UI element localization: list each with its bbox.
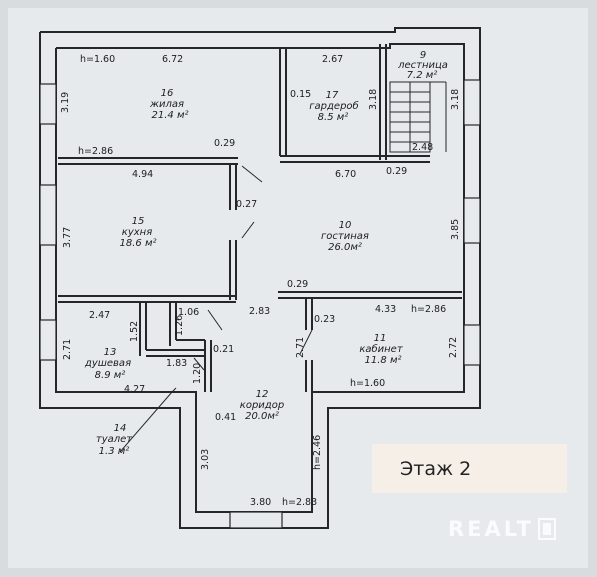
- dim-label: 6.72: [162, 54, 183, 65]
- room-17-area: 8.5 м²: [318, 112, 349, 123]
- interior-walls: [58, 44, 462, 402]
- dim-label: 3.85: [450, 219, 461, 240]
- dim-label: 4.33: [375, 304, 396, 315]
- dim-label: 3.18: [450, 89, 461, 110]
- room-16-name: жилая: [149, 99, 184, 110]
- dim-label: 1.52: [129, 321, 140, 342]
- dim-label: 1.06: [178, 307, 199, 318]
- room-9-area: 7.2 м²: [407, 70, 438, 81]
- dim-label: 0.29: [386, 166, 407, 177]
- room-10-area: 26.0м²: [328, 242, 362, 253]
- dim-label: 0.41: [215, 412, 236, 423]
- windows: [39, 79, 481, 529]
- room-16-number: 16: [161, 88, 174, 99]
- watermark-logo-icon: [538, 518, 556, 540]
- room-15-area: 18.6 м²: [120, 238, 157, 249]
- watermark-text: REALT: [448, 517, 534, 541]
- room-10-name: гостиная: [321, 231, 369, 242]
- dim-label: h=2.86: [78, 146, 113, 157]
- dim-label: 0.21: [213, 344, 234, 355]
- dimension-labels: h=1.60 6.72 2.67 3.19 0.15 3.18 3.18 2.4…: [60, 54, 461, 508]
- room-12-area: 20.0м²: [245, 411, 279, 422]
- dim-label: h=2.46: [312, 435, 323, 470]
- dim-label: 2.71: [62, 339, 73, 360]
- toilet-leader: [119, 387, 177, 453]
- dim-label: 0.15: [290, 89, 311, 100]
- dim-label: 2.71: [295, 337, 306, 358]
- staircase: [389, 81, 447, 153]
- dim-label: 3.80: [250, 497, 271, 508]
- dim-label: 0.27: [236, 199, 257, 210]
- room-9-number: 9: [420, 50, 426, 61]
- dim-label: 3.19: [60, 92, 71, 113]
- dim-label: 3.18: [368, 89, 379, 110]
- dim-label: 6.70: [335, 169, 356, 180]
- dim-label: 1.20: [192, 363, 203, 384]
- room-14-area: 1.3 м²: [99, 446, 130, 457]
- dim-label: 2.83: [249, 306, 270, 317]
- dim-label: h=2.86: [411, 304, 446, 315]
- room-14-name: туалет: [96, 434, 133, 445]
- dim-label: 0.23: [314, 314, 335, 325]
- room-13-number: 13: [104, 347, 117, 358]
- door-swings: [193, 165, 313, 371]
- dim-label: h=2.83: [282, 497, 317, 508]
- dim-label: h=1.60: [350, 378, 385, 389]
- room-13-name: душевая: [84, 358, 131, 369]
- dim-label: 0.29: [287, 279, 308, 290]
- dim-label: 4.27: [124, 384, 145, 395]
- dim-label: 3.77: [62, 227, 73, 248]
- floor-label-badge: Этаж 2: [372, 444, 567, 493]
- room-15-number: 15: [132, 216, 145, 227]
- room-15-name: кухня: [122, 227, 152, 238]
- room-12-name: коридор: [240, 400, 284, 411]
- realt-watermark: REALT: [448, 517, 556, 541]
- dim-label: h=1.60: [80, 54, 115, 65]
- dim-label: 4.94: [132, 169, 153, 180]
- dim-label: 1.26: [174, 315, 185, 336]
- room-12-number: 12: [256, 389, 269, 400]
- room-labels: 16 жилая 21.4 м² 17 гардероб 8.5 м² 9 ле…: [84, 50, 448, 457]
- dim-label: 2.47: [89, 310, 110, 321]
- room-17-number: 17: [326, 90, 339, 101]
- room-16-area: 21.4 м²: [152, 110, 189, 121]
- dim-label: 2.67: [322, 54, 343, 65]
- dim-label: 2.72: [448, 337, 459, 358]
- floor-label: Этаж 2: [400, 457, 472, 480]
- dim-label: 0.29: [214, 138, 235, 149]
- room-9-name: лестница: [397, 60, 448, 71]
- room-10-number: 10: [339, 220, 352, 231]
- dim-label: 2.48: [412, 142, 433, 153]
- room-14-number: 14: [114, 423, 127, 434]
- dim-label: 3.03: [200, 449, 211, 470]
- room-17-name: гардероб: [309, 100, 358, 112]
- room-13-area: 8.9 м²: [95, 370, 126, 381]
- room-11-area: 11.8 м²: [365, 355, 402, 366]
- dim-label: 1.83: [166, 358, 187, 369]
- room-11-name: кабинет: [359, 343, 404, 355]
- room-11-number: 11: [374, 333, 387, 344]
